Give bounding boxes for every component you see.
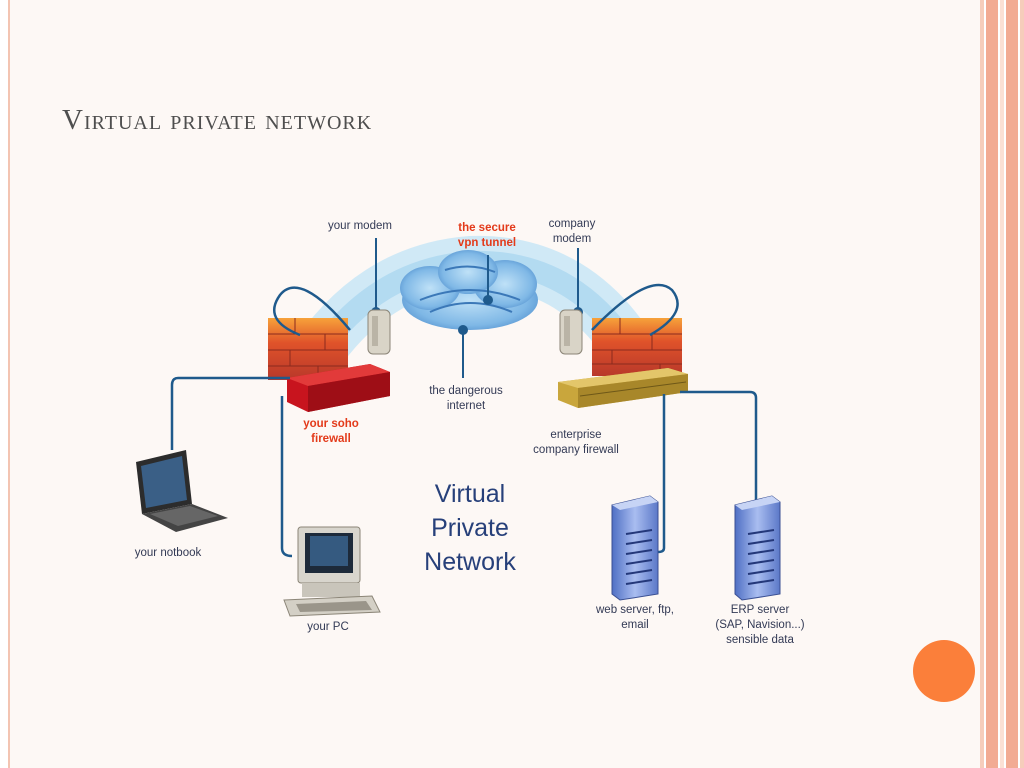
erp-server-icon [734,495,781,601]
border-stripe [1006,0,1018,768]
label-erp-server-line2: (SAP, Navision...) [715,619,804,631]
label-your-modem: your modem [328,220,392,232]
label-enterprise-firewall-line1: enterprise [550,429,601,441]
border-stripe [980,0,984,768]
company-modem-cable [591,283,679,337]
slide-title: Virtual private network [62,104,373,136]
enterprise-firewall-device [558,368,688,408]
label-soho-firewall-line2: firewall [311,433,351,445]
soho-firewall-device [287,364,390,412]
label-web-server-line1: web server, ftp, [595,604,674,616]
center-text-line3: Network [424,548,516,576]
border-stripe [1020,0,1024,768]
pc-icon [283,526,381,617]
web-server-icon [611,495,659,601]
soho-firewall-wall [268,318,348,380]
center-text-line1: Virtual [435,480,505,508]
notebook-icon [136,450,228,532]
label-company-modem-line1: company [549,218,596,230]
label-notebook: your notbook [135,547,202,559]
your-modem-device [367,309,391,355]
label-erp-server-line3: sensible data [726,634,794,646]
label-erp-server-line1: ERP server [731,604,790,616]
accent-circle [913,640,975,702]
center-text-line2: Private [431,514,509,542]
label-company-modem-line2: modem [553,233,591,245]
border-stripe [986,0,998,768]
your-modem-cable [273,286,351,337]
label-dangerous-internet-line1: the dangerous [429,385,503,397]
label-dangerous-internet-line2: internet [447,400,486,412]
label-web-server-line2: email [621,619,648,631]
label-enterprise-firewall-line2: company firewall [533,444,619,456]
company-modem-device [559,309,583,355]
enterprise-firewall-wall [592,318,682,376]
network-cables [170,376,758,558]
border-stripe [1000,0,1004,768]
label-soho-firewall-line1: your soho [303,418,359,430]
label-secure-tunnel-line2: vpn tunnel [458,237,516,249]
label-pc: your PC [307,621,349,633]
slide-background [8,0,982,768]
label-secure-tunnel-line1: the secure [458,222,516,234]
